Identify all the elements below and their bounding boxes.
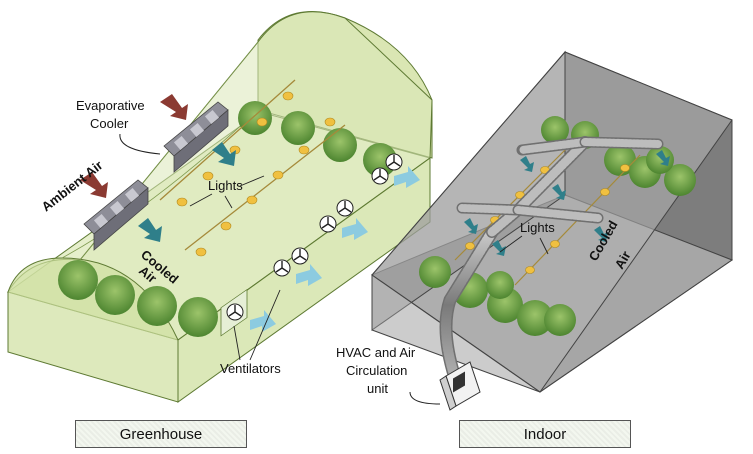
- greenhouse-light-rails: [159, 79, 346, 251]
- greenhouse-plant-row-front: [58, 260, 218, 337]
- ventilator-fan: [336, 199, 354, 217]
- greenhouse-front-arch: [7, 257, 179, 403]
- hvac-label-line3: unit: [367, 381, 388, 396]
- indoor-plants-back: [541, 116, 696, 196]
- ventilators-leaders: [233, 289, 281, 361]
- evaporative-cooler-leader: [119, 133, 161, 155]
- hvac-label-line1: HVAC and Air: [336, 345, 416, 360]
- ambient-air-arrow-2: [80, 172, 108, 198]
- greenhouse-lights-leaders: [189, 175, 265, 209]
- indoor-lights-leaders: [499, 235, 549, 255]
- cooled-air-arrow-1: [212, 142, 236, 166]
- evaporative-cooler-top: [163, 101, 229, 173]
- evaporative-cooler-bottom: [83, 179, 149, 251]
- indoor-air-ducts: [439, 136, 664, 385]
- ventilators-label: Ventilators: [220, 361, 281, 376]
- cooled-air-arrow-2: [138, 218, 162, 242]
- ventilator-fan: [291, 247, 309, 265]
- evaporative-cooler-label-line1: Evaporative: [76, 98, 145, 113]
- hvac-leader: [409, 391, 441, 405]
- cooled-air-arrows-greenhouse: [138, 142, 236, 242]
- indoor-plants-front: [419, 256, 576, 336]
- ventilator-fan: [385, 153, 403, 171]
- greenhouse-structure: [6, 11, 433, 403]
- cooled-air-arrows-indoor: [464, 150, 670, 256]
- evaporative-cooler-label-line2: Cooler: [90, 116, 129, 131]
- greenhouse-light-bulbs: [176, 91, 336, 257]
- greenhouse-plant-row-back: [238, 101, 397, 177]
- ventilator-fan: [371, 167, 389, 185]
- indoor-caption: Indoor: [459, 420, 631, 448]
- ambient-air-arrow-1: [160, 94, 188, 120]
- hvac-unit: [439, 361, 481, 411]
- greenhouse-caption: Greenhouse: [75, 420, 247, 448]
- ambient-air-arrows: [80, 94, 188, 198]
- ventilator-fan: [273, 259, 291, 277]
- indoor-lights-label: Lights: [520, 220, 555, 235]
- greenhouse-lights-label: Lights: [208, 178, 243, 193]
- exhaust-arrows: [250, 166, 420, 332]
- hvac-label-line2: Circulation: [346, 363, 407, 378]
- ventilator-fan: [319, 215, 337, 233]
